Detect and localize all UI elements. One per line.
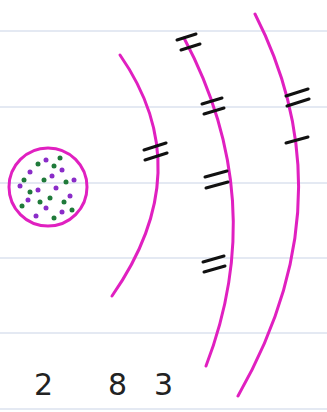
shell-count: 8 (108, 370, 127, 400)
shell-count: 3 (154, 370, 173, 400)
ruled-lines (0, 31, 327, 409)
electrons (144, 34, 309, 272)
shell-count: 2 (34, 370, 53, 400)
nucleus (9, 148, 87, 226)
electron-shells (112, 14, 299, 396)
